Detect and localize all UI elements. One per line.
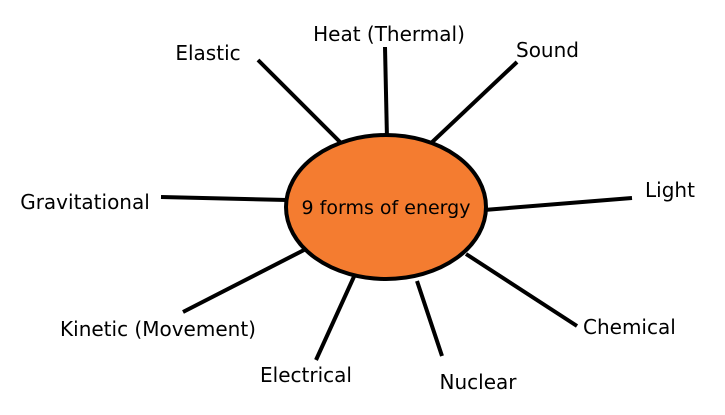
spoke-chemical <box>464 252 579 328</box>
label-gravitational: Gravitational <box>20 190 150 214</box>
spoke-elastic <box>256 58 348 150</box>
label-electrical: Electrical <box>260 363 352 387</box>
form-labels: Heat (Thermal) Sound Light Chemical Nucl… <box>20 22 695 394</box>
label-chemical: Chemical <box>583 315 676 339</box>
spoke-nuclear <box>415 280 444 357</box>
spoke-light <box>483 196 633 212</box>
spokes <box>160 46 633 361</box>
label-kinetic: Kinetic (Movement) <box>60 317 256 341</box>
label-sound: Sound <box>516 38 579 62</box>
label-nuclear: Nuclear <box>440 370 518 394</box>
label-light: Light <box>645 178 695 202</box>
label-heat: Heat (Thermal) <box>313 22 465 46</box>
center-label: 9 forms of energy <box>302 197 471 219</box>
spoke-kinetic <box>182 248 305 314</box>
center-ellipse <box>284 133 488 281</box>
spoke-sound <box>426 60 519 148</box>
spoke-gravitational <box>160 195 288 202</box>
spoke-electrical <box>314 269 359 361</box>
spoke-heat <box>383 46 389 140</box>
label-elastic: Elastic <box>175 41 240 65</box>
